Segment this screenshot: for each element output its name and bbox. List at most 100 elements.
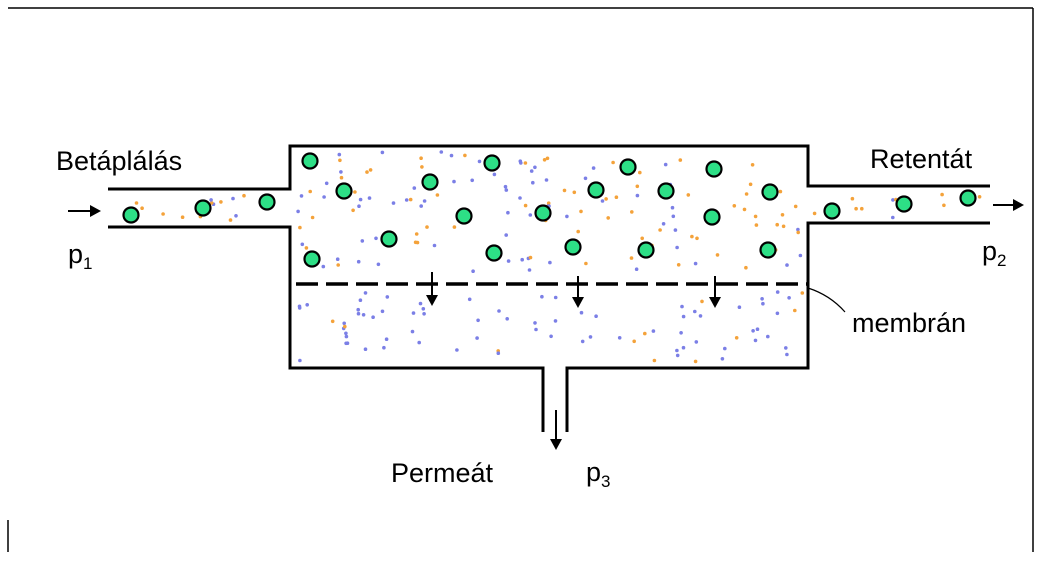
small-particle [475,336,479,340]
small-particle [477,159,482,164]
small-particle [635,193,640,198]
small-particle [640,236,644,241]
small-particle [360,239,365,243]
small-particle [651,329,656,333]
small-particle [533,321,537,325]
small-particle [775,290,780,294]
small-particle [180,215,185,219]
large-particle [759,241,777,259]
small-particle [518,196,522,200]
small-particle [534,327,538,332]
small-particle [421,307,426,311]
small-particle [339,170,343,174]
small-particle [675,353,680,358]
small-particle [700,299,704,304]
membrane-label: membrán [852,308,966,338]
small-particle [356,259,361,264]
small-particle [940,192,944,197]
small-particle [720,357,725,361]
small-particle [504,188,509,192]
small-particle [591,166,596,170]
vessel [108,144,990,432]
small-particle [617,336,622,340]
small-particle [977,195,982,199]
small-particle [304,246,309,250]
small-particle [363,291,368,295]
permeate-outlet-arrow [550,410,562,450]
small-particle [891,215,895,220]
small-particle [343,324,347,329]
membrane-pointer-line [807,287,846,313]
small-particle [604,197,608,201]
small-particle [796,230,800,235]
small-particle [353,190,357,194]
small-particle [337,152,342,157]
small-particle [449,153,454,158]
small-particle [546,201,551,205]
small-particle [496,351,501,356]
permeate-label: Permeát [391,458,494,488]
small-particle [694,340,699,344]
small-particle [380,309,385,314]
small-particle [793,308,797,313]
small-particle [675,348,679,353]
small-particle [860,206,864,211]
small-particle [417,340,422,345]
p1-subscript: 1 [83,254,92,273]
small-particle [545,156,550,161]
small-particle [748,182,753,187]
small-particle [793,204,798,209]
small-particle [600,199,605,203]
small-particle [528,255,533,260]
small-particle [297,306,302,310]
small-particle [506,210,510,215]
small-particle [695,236,699,241]
small-particle [140,206,144,210]
small-particle [634,267,639,272]
small-particle [467,297,472,302]
p3-base: p [586,457,601,487]
large-particle [455,207,473,225]
small-particle [549,334,553,339]
small-particle [761,301,765,306]
large-particle [823,202,841,220]
small-particle [781,224,786,229]
small-particle [784,346,788,350]
p3-label: p3 [586,457,611,491]
small-particle [351,208,355,213]
small-particle [635,184,640,189]
small-particle [439,150,444,154]
small-particle [336,263,341,267]
small-particle [854,206,858,211]
small-particle [614,195,619,199]
small-particle [796,227,800,232]
small-particle [391,201,396,205]
small-particle [775,222,779,227]
small-particle [528,213,533,217]
small-particle [588,335,593,339]
small-particle [732,204,737,208]
small-particle [785,352,789,357]
small-particle [376,262,381,267]
small-particle [800,291,805,295]
small-particle [766,334,770,339]
small-particle [361,313,366,317]
small-particle [412,186,417,190]
small-particle [339,175,344,180]
small-particle [420,165,424,169]
small-particle [296,209,300,214]
small-particle [134,201,139,205]
small-particle [506,259,511,263]
small-particle [572,190,577,195]
small-particle [750,163,755,167]
small-particle [681,314,686,319]
small-particle [548,260,552,265]
small-particle [345,341,350,346]
permeation-arrow-3 [709,276,721,308]
small-particle [754,223,759,227]
small-particle [452,179,456,184]
small-particle [520,257,524,262]
p2-subscript: 2 [997,251,1006,270]
small-particle [579,310,584,315]
small-particle [630,210,634,214]
